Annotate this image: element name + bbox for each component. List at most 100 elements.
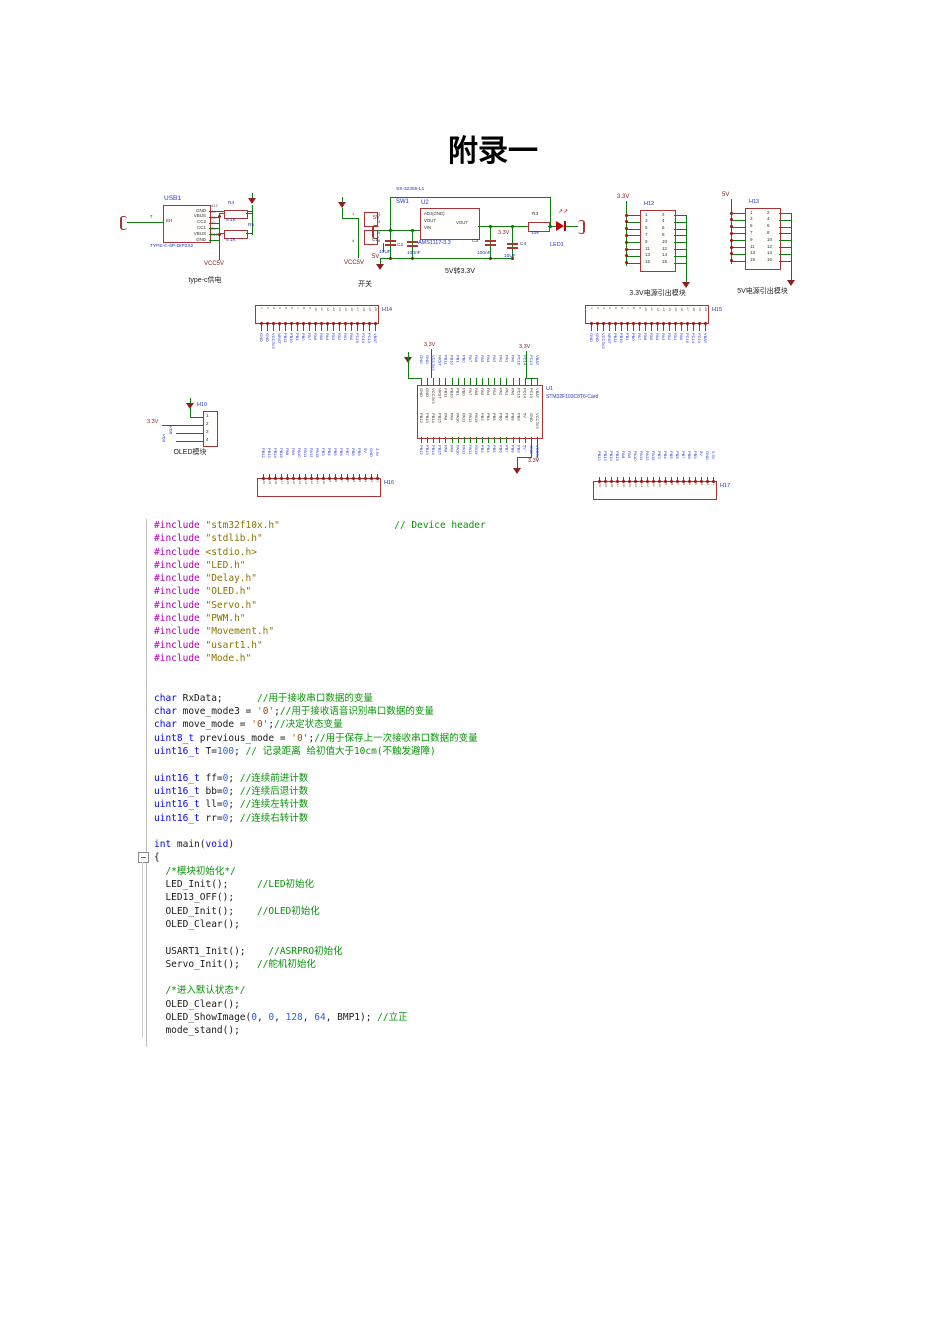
wire — [390, 197, 550, 198]
pin-name: PB12 — [419, 413, 423, 423]
wire — [626, 242, 640, 244]
pin-name: PA15 — [473, 413, 478, 423]
wire — [518, 437, 520, 443]
code-token: Servo_Init(); — [154, 958, 257, 970]
net-label: PA3 — [492, 355, 497, 363]
wire — [517, 457, 532, 458]
wire — [530, 437, 532, 443]
wire — [779, 226, 791, 228]
wire — [219, 234, 220, 261]
wire — [686, 277, 687, 282]
pin-number: 1 — [352, 211, 355, 216]
pin-number: 18 — [361, 307, 365, 312]
part-value: 10UF — [379, 250, 391, 255]
net-label: PB8 — [510, 445, 515, 453]
code-token: , — [302, 1011, 315, 1023]
code-line: #include "Servo.h" — [154, 599, 844, 612]
capacitor-icon — [485, 244, 496, 246]
wire — [482, 437, 483, 443]
part-ref: H16 — [384, 480, 395, 486]
pin-name: PA6 — [473, 388, 478, 396]
oled-box — [203, 411, 218, 447]
wire — [537, 443, 538, 458]
net-label: PB3 — [480, 445, 484, 453]
wire — [246, 213, 253, 214]
code-token: #include — [154, 613, 206, 625]
wire — [669, 323, 670, 331]
wire — [433, 378, 435, 385]
wire — [321, 323, 322, 331]
pin-number: 4 — [767, 216, 770, 222]
wire — [611, 477, 612, 481]
wire — [252, 205, 253, 235]
module-caption: 5V电源引出模块 — [737, 288, 788, 295]
wire — [427, 437, 429, 443]
wire — [209, 228, 219, 230]
net-label: PB0 — [461, 355, 466, 363]
code-token: , BMP1); — [325, 1011, 378, 1023]
wire — [315, 323, 316, 331]
pin-number: 13 — [661, 307, 665, 312]
wire — [363, 323, 364, 331]
resistor-box — [224, 230, 248, 239]
wire — [162, 425, 203, 426]
junction-dot — [661, 321, 665, 325]
wire — [445, 378, 447, 385]
junction-dot — [625, 321, 629, 325]
net-label: PB11 — [443, 355, 448, 365]
junction-dot — [697, 321, 701, 325]
wire — [659, 477, 660, 481]
module-caption: 5V转3.3V — [445, 268, 475, 275]
H14-box — [255, 305, 379, 324]
pin-number: A9 — [211, 209, 216, 214]
junction-dot — [615, 479, 619, 483]
net-label: PA2 — [337, 333, 341, 341]
junction-dot — [633, 479, 637, 483]
code-line: #include <stdio.h> — [154, 546, 844, 559]
pin-name: VBUS — [193, 213, 206, 219]
net-label: PB5 — [492, 445, 497, 453]
junction-dot — [259, 321, 263, 325]
code-token: '0' — [251, 719, 269, 731]
net-label: PB8 — [687, 451, 691, 459]
net-label: PB12 — [419, 445, 423, 455]
net-label: PA10 — [633, 451, 637, 461]
net-label: PB6 — [339, 448, 343, 456]
wire — [639, 323, 640, 331]
net-label: PA15 — [473, 445, 478, 455]
net-label: PB0 — [301, 333, 305, 341]
pin-number: 17 — [685, 307, 689, 312]
pin-number: 8 — [767, 229, 770, 235]
pin-number: 17 — [279, 480, 283, 485]
pin-number: 9 — [645, 238, 648, 244]
code-line: OLED_Init(); //OLED初始化 — [154, 905, 844, 918]
pin-number: 11 — [319, 307, 323, 311]
wire — [695, 477, 696, 481]
net-label: PB6 — [498, 445, 503, 453]
pin-number: 7 — [295, 307, 299, 310]
wire — [621, 323, 622, 331]
pin-number: 9 — [307, 307, 311, 310]
wire — [531, 443, 532, 457]
net-label: PB9 — [161, 434, 166, 443]
wire — [689, 477, 690, 481]
wire — [342, 208, 343, 218]
code-token: uint16_t — [154, 772, 200, 784]
wire — [665, 477, 666, 481]
pin-name: PA12 — [467, 413, 472, 423]
gnd-icon — [376, 264, 384, 270]
junction-dot — [624, 254, 628, 258]
pin-number: A12 — [211, 204, 218, 208]
code-token: //决定状态变量 — [274, 719, 343, 731]
pin-number: 4 — [277, 307, 281, 310]
wire — [599, 477, 600, 481]
fold-marker-icon — [138, 852, 149, 863]
wire — [219, 228, 220, 234]
wire — [408, 352, 409, 357]
net-label: PA2 — [667, 333, 671, 341]
net-label: PB4 — [486, 445, 491, 453]
pin-number: 12 — [767, 243, 773, 249]
junction-dot — [705, 479, 709, 483]
code-token: OLED_ShowImage( — [154, 1011, 252, 1023]
